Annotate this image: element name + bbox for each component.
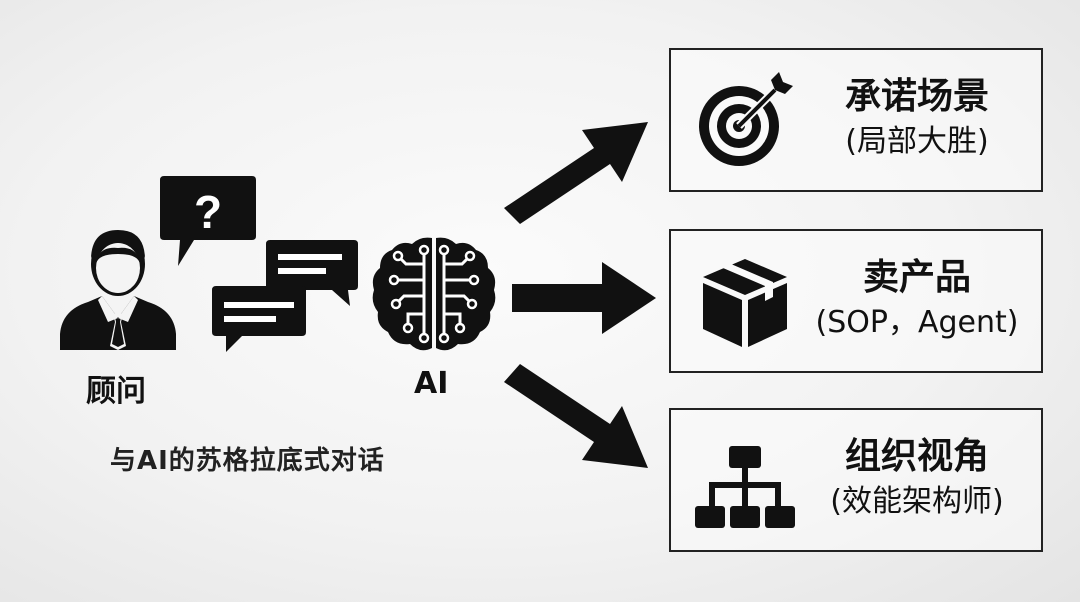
arrow-down-right-icon	[500, 360, 660, 486]
speech-bubble-icon	[212, 286, 306, 354]
brain-circuit-icon	[370, 234, 498, 356]
sell-product-box: 卖产品 (SOP，Agent)	[669, 229, 1043, 373]
box-title: 组织视角	[844, 436, 989, 477]
consultant-label: 顾问	[86, 374, 146, 409]
ai-label: AI	[414, 366, 449, 401]
box-subtitle: (局部大胜)	[845, 124, 989, 159]
dialogue-caption: 与AI的苏格拉底式对话	[110, 446, 385, 476]
organization-view-box: 组织视角 (效能架构师)	[669, 408, 1043, 552]
box-icon	[695, 251, 795, 351]
question-bubble-icon: ?	[160, 176, 256, 268]
target-icon	[695, 70, 795, 170]
arrow-right-icon	[512, 262, 658, 334]
commitment-scenario-box: 承诺场景 (局部大胜)	[669, 48, 1043, 192]
org-chart-icon	[695, 430, 795, 530]
box-title: 卖产品	[862, 257, 971, 298]
question-mark: ?	[194, 186, 222, 238]
arrow-up-right-icon	[500, 110, 660, 232]
box-subtitle: (效能架构师)	[830, 484, 1004, 519]
box-title: 承诺场景	[844, 76, 989, 117]
consultant-icon	[58, 222, 178, 350]
box-subtitle: (SOP，Agent)	[815, 305, 1019, 340]
